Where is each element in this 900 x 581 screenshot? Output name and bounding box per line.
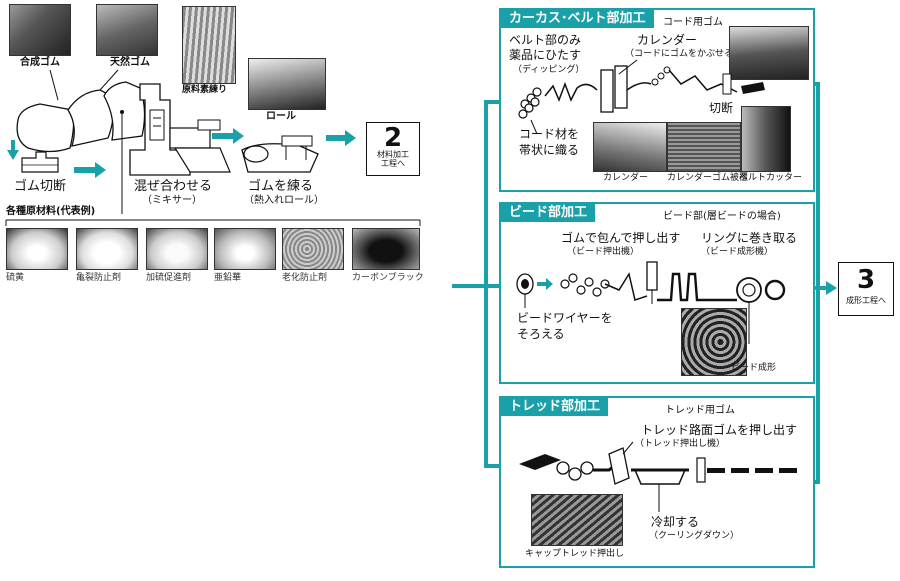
tread-panel-subtitle: トレッド用ゴム (665, 405, 735, 416)
material-photo-zinc-oxide (214, 228, 276, 270)
bead-extrude-sub-label: （ビード押出機） (567, 247, 640, 257)
step2-line2: 工程へ (381, 158, 405, 168)
material-label-sulfur: 硫黄 (6, 273, 25, 283)
carcass-panel-title: カーカス･ベルト部加工 (501, 10, 654, 28)
bead-wire-label-line1: ビードワイヤーを (517, 311, 613, 325)
mastication-label: 原料素練り (182, 85, 228, 95)
tread-cool-sub-label: （クーリングダウン） (649, 531, 740, 541)
calender-label: カレンダー (637, 33, 698, 47)
dipping-label-line1: ベルト部のみ (509, 33, 582, 47)
materials-heading: 各種原材料(代表例) (6, 206, 96, 217)
step2-box: 2 材料加工 工程へ (366, 122, 420, 176)
material-label-zinc-oxide: 亜鉛華 (214, 273, 242, 283)
mixing-label: 混ぜ合わせる (134, 179, 213, 194)
calender-photo (593, 122, 667, 172)
kneading-sub-label: （熱入れロール） (244, 195, 324, 206)
calender-coating-photo (667, 122, 741, 172)
step3-box: 3 成形工程へ (838, 262, 894, 316)
bead-panel-subtitle: ビード部(層ビードの場合) (663, 211, 781, 222)
carcass-panel-subtitle: コード用ゴム (663, 17, 723, 28)
bead-wire-label-line2: そろえる (517, 327, 565, 341)
rubber-cutting-label: ゴム切断 (14, 179, 67, 194)
weave-label-line1: コード材を (519, 127, 580, 141)
step2-number: 2 (383, 123, 403, 153)
material-photo-antioxidant (282, 228, 344, 270)
material-label-anticrack: 亀裂防止剤 (76, 273, 122, 283)
mixing-sub-label: （ミキサー） (142, 195, 202, 206)
material-photo-accelerator (146, 228, 208, 270)
bead-panel-title: ビード部加工 (501, 204, 596, 222)
tread-illustration (519, 441, 797, 512)
tread-extrude-label: トレッド路面ゴムを押し出す (641, 423, 798, 437)
tread-extrude-sub-label: （トレッド押出し機） (635, 439, 726, 449)
bead-illustration (516, 261, 786, 344)
roll-photo (248, 58, 326, 110)
cap-tread-photo-label: キャップトレッド押出し (525, 549, 625, 559)
calender-sub-label: （コードにゴムをかぶせる） (625, 49, 743, 59)
dipping-sub-label: （ディッピング） (513, 65, 585, 75)
carcass-belt-panel: カーカス･ベルト部加工 コード用ゴム ベルト部のみ 薬品にひたす （ディッピング… (499, 8, 815, 192)
synthetic-rubber-label: 合成ゴム (20, 57, 60, 68)
tread-cool-label: 冷却する (651, 515, 700, 529)
bead-forming-photo-label: ビード成形 (731, 363, 777, 373)
calender-coating-photo-label: カレンダーゴム被覆 (667, 173, 749, 183)
tread-panel: トレッド部加工 トレッド用ゴム トレッド路面ゴムを押し出す （トレッド押出し機）… (499, 396, 815, 568)
step2-line1: 材料加工 (377, 150, 409, 159)
material-photo-anticrack (76, 228, 138, 270)
step3-number: 3 (856, 265, 876, 295)
carcass-top-photo (729, 26, 809, 80)
material-label-antioxidant: 老化防止剤 (282, 273, 328, 283)
cap-tread-photo (531, 494, 623, 546)
mastication-photo (182, 6, 236, 84)
bead-forming-photo (681, 308, 747, 376)
belt-cutter-photo (741, 106, 791, 172)
material-photo-sulfur (6, 228, 68, 270)
weave-label-line2: 帯状に織る (519, 143, 580, 157)
synthetic-rubber-photo (9, 4, 71, 56)
bead-panel: ビード部加工 ビード部(層ビードの場合) ゴムで包んで押し出す （ビード押出機）… (499, 202, 815, 384)
bead-extrude-label: ゴムで包んで押し出す (561, 231, 681, 245)
cutting-label: 切断 (709, 101, 734, 115)
material-photo-carbon-black (352, 228, 420, 270)
dipping-label-line2: 薬品にひたす (509, 48, 582, 62)
natural-rubber-label: 天然ゴム (110, 57, 150, 68)
bead-wind-sub-label: （ビード成形機） (701, 247, 774, 257)
tread-panel-title: トレッド部加工 (501, 398, 609, 416)
kneading-label: ゴムを練る (248, 179, 314, 194)
bead-wind-label: リングに巻き取る (701, 231, 798, 245)
belt-cutter-photo-label: ベルトカッター (739, 173, 803, 183)
calender-photo-label: カレンダー (603, 173, 649, 183)
carcass-illustration (518, 59, 765, 135)
roll-label: ロール (266, 111, 296, 122)
natural-rubber-photo (96, 4, 158, 56)
material-label-accelerator: 加硫促進剤 (146, 273, 192, 283)
step3-label: 成形工程へ (846, 296, 886, 305)
material-label-carbon-black: カーボンブラック (352, 273, 424, 283)
